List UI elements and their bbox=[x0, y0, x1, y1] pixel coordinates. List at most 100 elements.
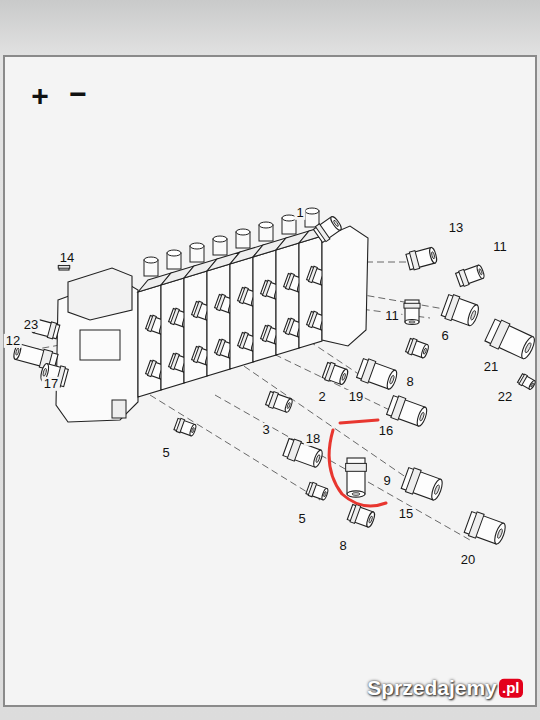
callout-number: 18 bbox=[304, 432, 322, 446]
fitting-nut bbox=[217, 339, 226, 355]
fitting-nut bbox=[176, 418, 184, 432]
fitting-end bbox=[365, 511, 376, 528]
fitting-nut bbox=[361, 359, 376, 383]
fitting-nut bbox=[148, 360, 157, 376]
inlet-section bbox=[322, 226, 368, 346]
fitting-nut bbox=[286, 273, 295, 289]
fitting bbox=[464, 510, 508, 547]
fitting-nut bbox=[315, 224, 330, 242]
fitting-nut bbox=[459, 269, 469, 286]
fitting-end bbox=[430, 478, 445, 501]
fitting-nut bbox=[391, 396, 406, 420]
spool-cap-top bbox=[259, 222, 273, 228]
plate-detail bbox=[112, 400, 126, 418]
fitting-nut bbox=[263, 280, 272, 296]
zoom-button: − bbox=[69, 77, 87, 110]
fitting-bore bbox=[409, 321, 415, 323]
spool-cap-top bbox=[144, 257, 158, 263]
callout-number: 12 bbox=[4, 334, 22, 348]
fitting-nut bbox=[445, 295, 460, 321]
plug bbox=[517, 373, 536, 391]
fitting bbox=[322, 361, 350, 386]
callout-number: 14 bbox=[58, 251, 76, 265]
fitting-end bbox=[284, 398, 293, 413]
fitting-nut bbox=[308, 482, 316, 496]
fitting-bore bbox=[478, 268, 482, 275]
fitting-nut bbox=[194, 346, 203, 362]
fitting-end bbox=[528, 380, 536, 390]
callout-number: 17 bbox=[42, 377, 60, 391]
fitting-nut bbox=[263, 325, 272, 341]
callout-number: 21 bbox=[482, 360, 500, 374]
fitting-bore bbox=[15, 348, 19, 356]
fitting-nut bbox=[58, 266, 70, 269]
fitting-bore bbox=[287, 402, 291, 409]
fitting-nut bbox=[409, 251, 419, 270]
callout-number: 11 bbox=[383, 309, 401, 323]
fitting-bore bbox=[530, 383, 534, 388]
spool-cap-top bbox=[213, 236, 227, 242]
fitting-nut bbox=[325, 362, 335, 381]
valve-section bbox=[161, 278, 184, 390]
fitting-bore bbox=[315, 454, 320, 463]
callout-number: 6 bbox=[439, 329, 450, 343]
valve-section bbox=[184, 271, 207, 383]
fitting-nut bbox=[346, 463, 367, 471]
fitting-nut bbox=[194, 301, 203, 317]
fitting-bore bbox=[368, 516, 373, 524]
watermark: .pl bbox=[499, 679, 523, 698]
fitting-bore bbox=[341, 373, 346, 381]
fitting-end bbox=[329, 215, 343, 231]
fitting-nut bbox=[171, 308, 180, 324]
tee-fitting bbox=[405, 337, 430, 359]
fitting-nut bbox=[519, 374, 527, 385]
fitting bbox=[455, 263, 485, 287]
centre-line bbox=[215, 395, 470, 540]
fitting-bore bbox=[524, 342, 532, 353]
fitting-bore bbox=[419, 412, 425, 421]
fitting-nut bbox=[148, 315, 157, 331]
fitting-nut bbox=[217, 294, 226, 310]
callout-number: 20 bbox=[459, 553, 477, 567]
fitting-nut bbox=[240, 332, 249, 348]
centre-line bbox=[255, 345, 400, 415]
fitting-end bbox=[493, 522, 508, 545]
inlet-fitting bbox=[313, 214, 344, 243]
fitting-end bbox=[385, 369, 398, 390]
fitting-nut bbox=[240, 287, 249, 303]
zoom-button: + bbox=[31, 79, 49, 112]
fitting bbox=[265, 390, 293, 413]
callout-number: 19 bbox=[347, 390, 365, 404]
pressure-switch bbox=[346, 458, 367, 497]
valve-section bbox=[230, 257, 253, 369]
watermark: Sprzedajemy bbox=[367, 676, 497, 699]
fitting-bore bbox=[323, 491, 327, 497]
plug bbox=[174, 418, 198, 438]
valve-section bbox=[299, 236, 322, 348]
fitting bbox=[401, 466, 445, 503]
fitting-bore bbox=[389, 375, 395, 384]
fitting-end bbox=[338, 368, 349, 385]
fitting-nut bbox=[171, 353, 180, 369]
fitting bbox=[404, 300, 420, 324]
fitting-bore bbox=[352, 493, 360, 496]
fitting-bore bbox=[191, 427, 195, 433]
fitting-nut bbox=[309, 266, 318, 282]
valve-section bbox=[253, 250, 276, 362]
fitting-end bbox=[312, 449, 324, 468]
fitting-bore bbox=[333, 220, 339, 227]
fitting-nut bbox=[404, 303, 420, 308]
fitting bbox=[484, 317, 538, 362]
fitting-nut bbox=[286, 318, 295, 334]
centre-line bbox=[150, 395, 320, 500]
fitting-bore bbox=[434, 484, 440, 494]
fitting-body bbox=[485, 319, 533, 359]
fitting-bore bbox=[470, 310, 476, 320]
fitting-nut bbox=[309, 311, 318, 327]
fitting-end bbox=[428, 247, 438, 264]
end-plate-top bbox=[68, 268, 132, 320]
callout-number: 11 bbox=[491, 240, 509, 254]
fitting-end bbox=[321, 488, 329, 501]
fitting-nut bbox=[350, 504, 361, 523]
fitting-nut bbox=[408, 338, 417, 354]
